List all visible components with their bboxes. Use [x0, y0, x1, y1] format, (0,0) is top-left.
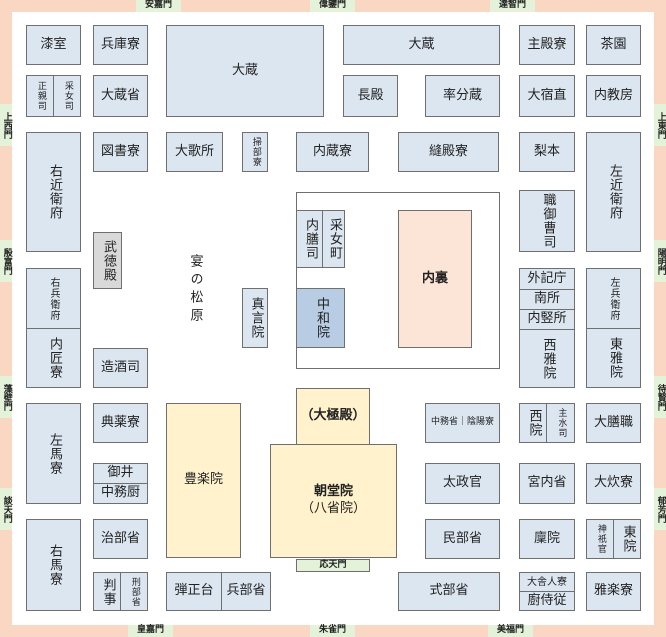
chuwa[interactable]: 中和院: [296, 288, 345, 348]
ootoneri-ryo[interactable]: 大舎人寮: [519, 572, 575, 592]
danjo[interactable]: 弾正台: [166, 572, 222, 611]
seishin[interactable]: 正親司: [26, 75, 54, 117]
buraku-in[interactable]: 豊楽院: [166, 403, 241, 558]
gate-dantenmon[interactable]: 談天門: [0, 488, 12, 530]
uneme-machi[interactable]: 采女町: [322, 210, 345, 268]
shingon[interactable]: 真言院: [242, 288, 268, 348]
naikyobo[interactable]: 内教房: [586, 75, 641, 117]
shitsu[interactable]: 漆室: [26, 25, 81, 65]
gate-yomeimon[interactable]: 陽明門: [654, 240, 666, 282]
gate-tatchimon[interactable]: 達智門: [490, 0, 535, 12]
zoshu[interactable]: 造酒司: [93, 348, 148, 388]
hyogo[interactable]: 兵庫寮: [93, 25, 148, 65]
wall-right: [654, 0, 666, 637]
tenyaku[interactable]: 典薬寮: [93, 403, 148, 443]
gate-impumon[interactable]: 殷富門: [0, 240, 12, 282]
kunaisho[interactable]: 宮内省: [519, 463, 575, 504]
dairi[interactable]: 内裏: [398, 210, 472, 348]
shikigo[interactable]: 職御曹司: [519, 190, 575, 252]
chodoin-sub: （八省院）: [300, 501, 366, 516]
gate-ikuhomon[interactable]: 郁芳門: [654, 488, 666, 530]
gate-bifukumon[interactable]: 美福門: [488, 625, 533, 637]
gagaku[interactable]: 雅楽寮: [586, 572, 641, 611]
butokuden[interactable]: 武徳殿: [93, 232, 122, 289]
gate-suzakumon[interactable]: 朱雀門: [310, 625, 355, 637]
naizen[interactable]: 内膳司: [296, 210, 323, 268]
naiju[interactable]: 内竪所: [519, 309, 575, 330]
gate-taikenmon[interactable]: 待賢門: [654, 376, 666, 418]
hanji[interactable]: 判事: [93, 572, 121, 611]
nashimoto[interactable]: 梨本: [519, 132, 575, 172]
gate-ikanmon[interactable]: 偉鑒門: [310, 0, 355, 12]
gyobu[interactable]: 刑部省: [120, 572, 148, 611]
ritsubun[interactable]: 率分蔵: [425, 75, 500, 117]
gate-soheki[interactable]: 藻壁門: [0, 376, 12, 418]
nakatsukasa-kuriya[interactable]: 中務厨: [93, 483, 148, 504]
higashi-in[interactable]: 東院: [613, 519, 641, 559]
higashi-ga-in[interactable]: 東雅院: [586, 328, 641, 388]
sama[interactable]: 左馬寮: [26, 403, 81, 504]
gate-angamon[interactable]: 安嘉門: [136, 0, 181, 12]
jibusho[interactable]: 治部省: [93, 519, 148, 559]
shingi[interactable]: 神祇官: [586, 519, 614, 559]
zusho[interactable]: 図書寮: [93, 132, 148, 172]
daijokan[interactable]: 太政官: [425, 463, 500, 504]
gate-kokamon[interactable]: 皇嘉門: [128, 625, 173, 637]
wall-left: [0, 0, 12, 637]
gate-joseimon[interactable]: 上西門: [0, 104, 12, 146]
uneme-tsukasa[interactable]: 采女司: [53, 75, 81, 117]
sakonoe[interactable]: 左近衛府: [586, 132, 641, 252]
mii[interactable]: 御井: [93, 463, 148, 484]
toneri[interactable]: 廚侍従: [519, 591, 575, 611]
uhyoe[interactable]: 右兵衛府: [26, 268, 81, 329]
nishi-in[interactable]: 西院: [519, 403, 547, 443]
kuriya-in[interactable]: 廩院: [519, 519, 575, 559]
chodoin[interactable]: 朝堂院 （八省院）: [270, 444, 397, 558]
daizen[interactable]: 大膳職: [586, 403, 641, 443]
shikibu[interactable]: 式部省: [398, 572, 500, 611]
ukonoe[interactable]: 右近衛府: [26, 132, 81, 252]
minbusho[interactable]: 民部省: [425, 519, 500, 559]
utage-no-matsubara: 宴の松原: [187, 254, 203, 326]
nishi-ga-in[interactable]: 西雅院: [519, 329, 575, 388]
nakatsukasa-onmyo[interactable]: 中務省｜陰陽寮: [425, 403, 500, 443]
chodoin-title: 朝堂院: [313, 484, 353, 500]
uma[interactable]: 右馬寮: [26, 519, 81, 611]
okurasho[interactable]: 大蔵省: [93, 75, 148, 117]
outadokoro[interactable]: 大歌所: [166, 132, 223, 172]
sahyoe[interactable]: 左兵衛府: [586, 268, 641, 329]
daisui[interactable]: 大炊寮: [586, 463, 641, 504]
nuidono[interactable]: 縫殿寮: [398, 132, 499, 172]
chaen[interactable]: 茶園: [586, 25, 641, 65]
uchi-takumi[interactable]: 内匠寮: [26, 328, 81, 388]
okura-2[interactable]: 大蔵: [343, 25, 500, 65]
ootoneri[interactable]: 大宿直: [519, 75, 575, 117]
kamonbu[interactable]: 掃部寮: [242, 132, 268, 172]
otenmon[interactable]: 応天門: [296, 559, 370, 572]
okura-hall[interactable]: 大蔵: [166, 25, 324, 117]
shuden[interactable]: 主殿寮: [519, 25, 575, 65]
minami-dokoro[interactable]: 南所: [519, 289, 575, 310]
gekicho[interactable]: 外記庁: [519, 268, 575, 290]
hyobu[interactable]: 兵部省: [221, 572, 271, 611]
shusui[interactable]: 主水司: [546, 403, 575, 443]
chodono[interactable]: 長殿: [343, 75, 398, 117]
gate-jotomon[interactable]: 上東門: [654, 104, 666, 146]
kura-ryo[interactable]: 内蔵寮: [296, 132, 369, 172]
daigokuden[interactable]: （大極殿）: [296, 388, 370, 445]
